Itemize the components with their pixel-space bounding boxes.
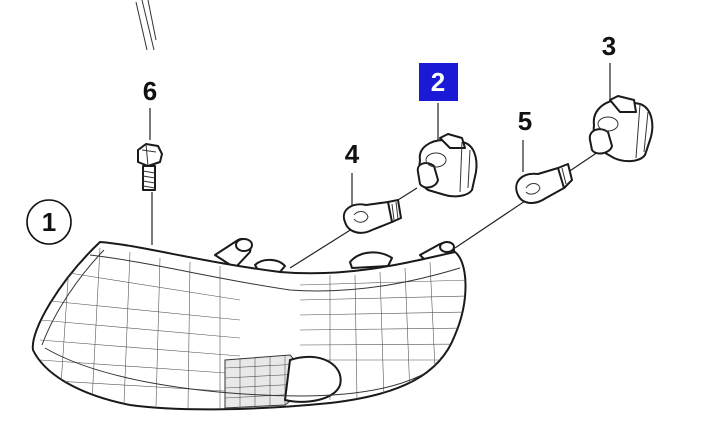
callout-1-text: 1 [42,207,56,237]
bulb-4 [342,199,402,234]
bulb-socket-2 [416,133,478,198]
leader-lines [149,63,611,269]
bulb-5 [515,163,573,204]
callout-3-text: 3 [602,31,616,61]
callout-6-text: 6 [143,76,157,106]
callout-1: 1 [26,199,72,245]
callout-4-text: 4 [345,139,360,169]
turn-signal-lamp-housing [31,238,467,411]
callout-2[interactable]: 2 [419,63,458,101]
callout-2-highlight [419,63,458,101]
screw [137,143,163,191]
callout-2-text: 2 [431,67,445,97]
wire-harness [135,0,157,51]
bulb-socket-3 [588,95,654,163]
callout-5-text: 5 [518,106,532,136]
